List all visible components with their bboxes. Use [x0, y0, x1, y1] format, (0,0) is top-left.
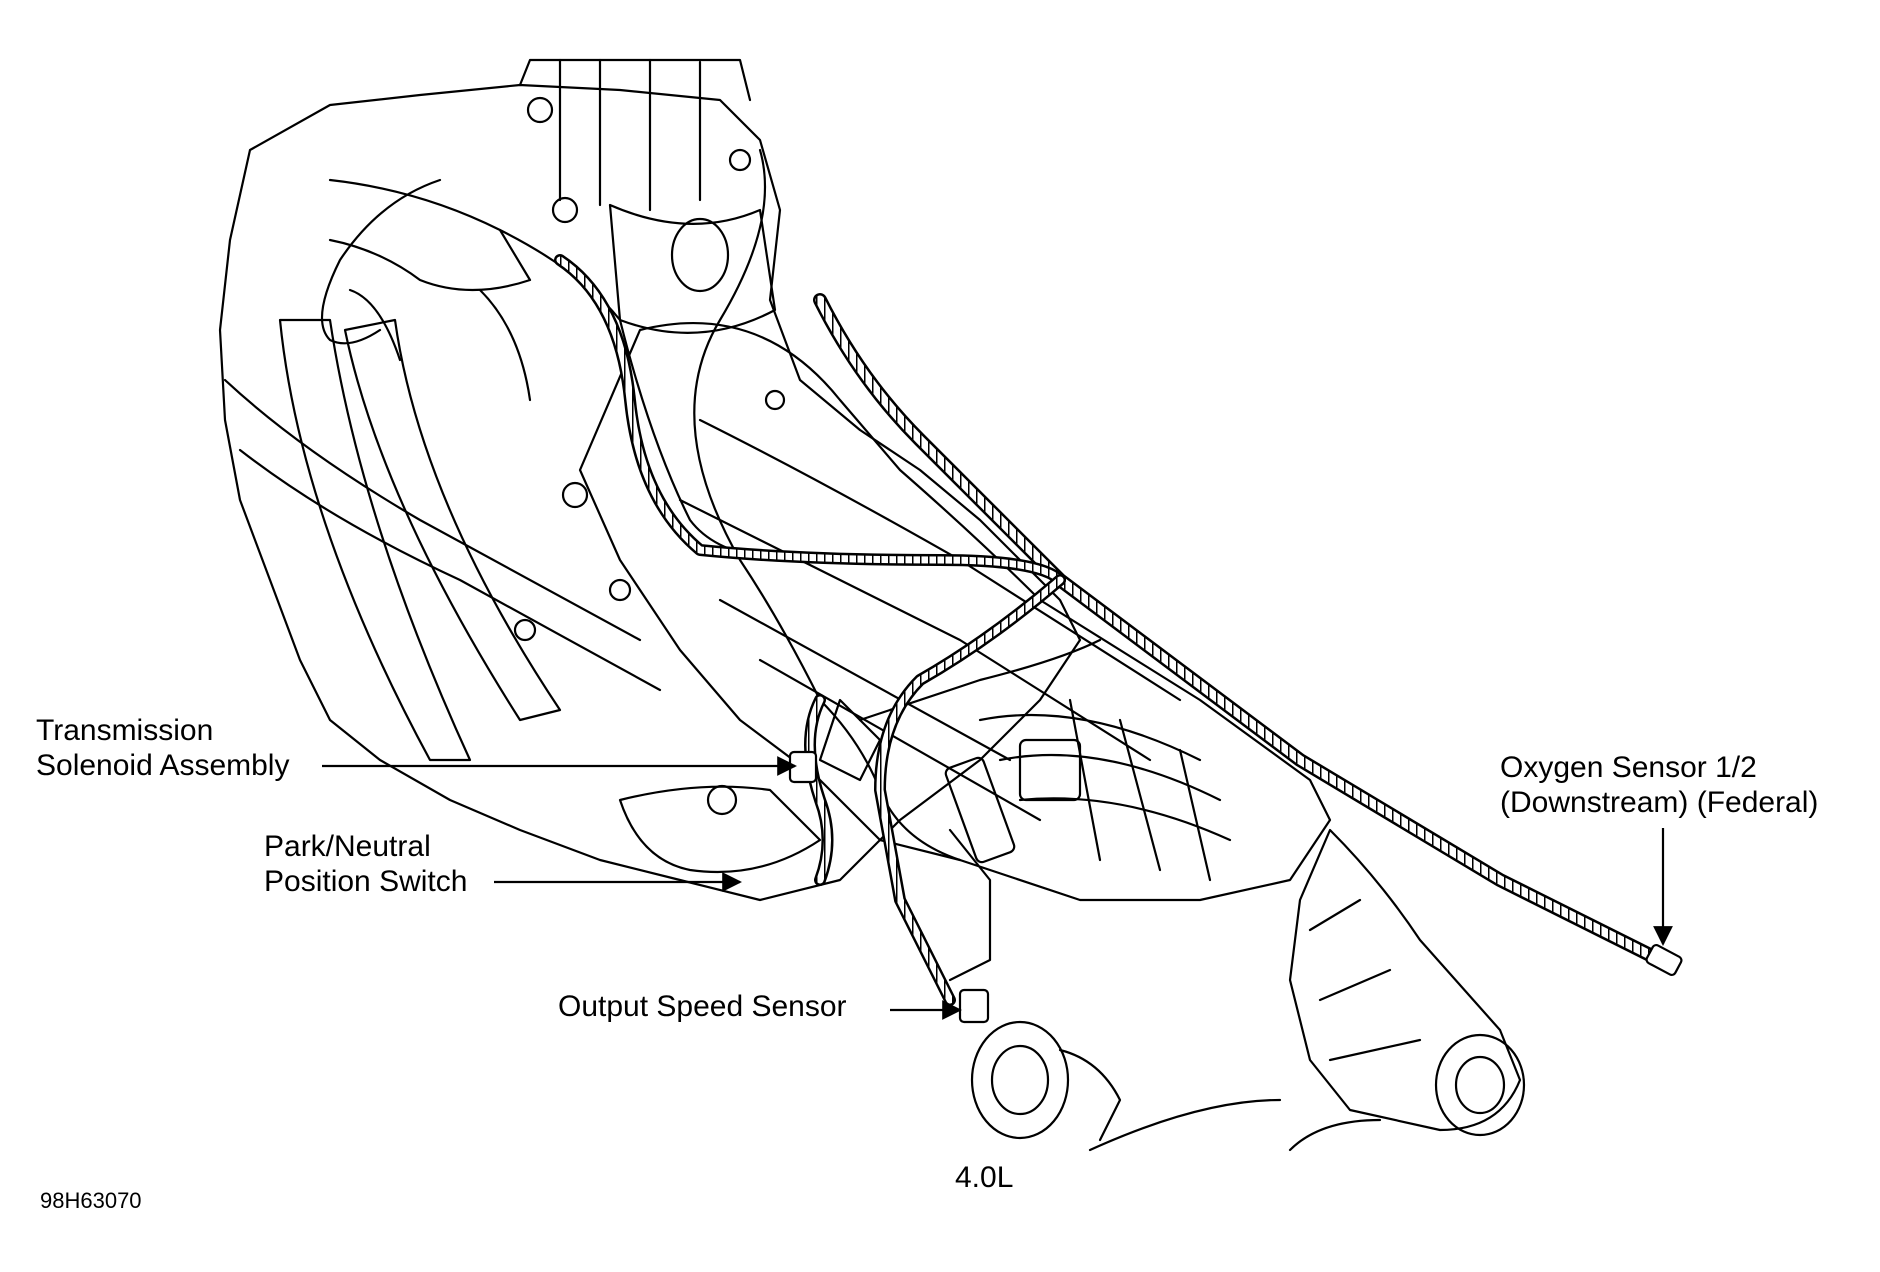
transmission-solenoid-label-line1: Transmission — [36, 714, 214, 747]
harness-conduit — [874, 574, 1066, 1006]
engine-block — [218, 83, 1082, 902]
oxygen-sensor — [1645, 943, 1683, 977]
wiring-harness — [320, 178, 442, 345]
park-neutral-switch-label-line2: Position Switch — [264, 865, 468, 898]
engine-label: 4.0L — [955, 1161, 1014, 1194]
output-speed-sensor-label-line1: Output Speed Sensor — [558, 990, 847, 1023]
transmission-solenoid-label-line2: Solenoid Assembly — [36, 749, 290, 782]
park-neutral-switch-label-line1: Park/Neutral — [264, 830, 431, 863]
transmission-solenoid-label: Transmission Solenoid Assembly — [36, 713, 289, 783]
output-speed-sensor — [958, 988, 990, 1024]
oxygen-sensor-label: Oxygen Sensor 1/2 (Downstream) (Federal) — [1500, 750, 1818, 820]
exhaust-pipe — [343, 318, 562, 722]
oxygen-sensor-label-line1: Oxygen Sensor 1/2 — [1500, 751, 1757, 784]
extension-housing — [1288, 828, 1522, 1132]
oxygen-sensor-label-line2: (Downstream) (Federal) — [1500, 786, 1819, 819]
output-speed-sensor-label: Output Speed Sensor — [558, 989, 847, 1024]
figure-code: 98H63070 — [40, 1188, 142, 1213]
transmission-case — [578, 322, 1332, 902]
wiring-harness — [693, 148, 822, 702]
park-neutral-switch-label: Park/Neutral Position Switch — [264, 829, 467, 899]
oxygen-sensor-harness-conduit — [813, 293, 1667, 967]
exhaust-pipe — [278, 318, 472, 762]
wiring-harness — [498, 228, 802, 562]
output-flange — [970, 1020, 1070, 1140]
